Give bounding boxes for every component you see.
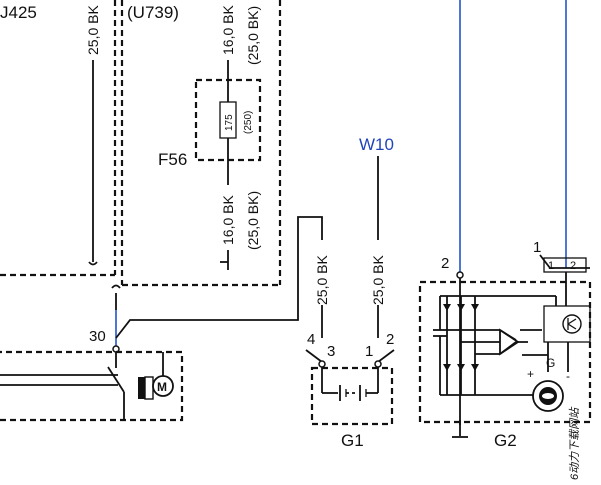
alternator-g2: 2 1 1 2 [418,0,592,450]
pin-2-g1-label: 2 [386,331,394,348]
svg-text:M: M [157,380,167,394]
box-pin-2: 2 [570,260,576,272]
battery-g1: W10 25,0 BK 25,0 BK 4 3 1 2 G1 [305,135,395,450]
starter-motor: M [0,350,184,422]
g-mark: G [546,356,555,370]
pin-2-g2-label: 2 [441,255,449,272]
fuse-alt-rating: (250) [243,111,254,134]
u739-label: (U739) [127,3,179,22]
wire-battery-feed: 30 [89,216,323,353]
wire-label-25bk-g1-right: 25,0 BK [370,255,386,305]
pin-1-g2-label: 1 [533,239,541,256]
plus-mark: + [527,367,534,381]
diode-bridge [443,296,500,395]
wire-label-25bk-top-paren: (25,0 BK) [245,6,261,65]
u739-boundary [0,0,282,287]
wire-25bk-left: 25,0 BK [85,5,101,266]
wire-label-25bk-mid-paren: (25,0 BK) [245,191,261,250]
f56-label: F56 [158,150,187,169]
pin-4-label: 4 [307,331,315,348]
stator-winding [499,328,548,356]
minus-mark: - [566,369,570,383]
box-pin-1: 1 [548,260,554,272]
fuse-f56: 16,0 BK (25,0 BK) 175 (250) F56 16,0 BK … [158,5,262,270]
w10-label: W10 [359,135,394,154]
voltage-regulator [543,272,591,372]
g2-label: G2 [494,431,517,450]
wire-label-25bk-g1-left: 25,0 BK [314,255,330,305]
wire-label-25bk-left: 25,0 BK [85,5,101,55]
pin-1-label: 1 [365,343,373,360]
watermark-text: 6动力下载网站 [568,406,581,480]
g1-label: G1 [341,431,364,450]
pin-3-label: 3 [327,343,335,360]
j425-label: J425 [0,3,37,22]
wire-label-16bk-mid: 16,0 BK [220,195,236,245]
fuse-rating: 175 [224,114,235,131]
wire-label-16bk-top: 16,0 BK [220,5,236,55]
pin-30-label: 30 [89,328,106,345]
